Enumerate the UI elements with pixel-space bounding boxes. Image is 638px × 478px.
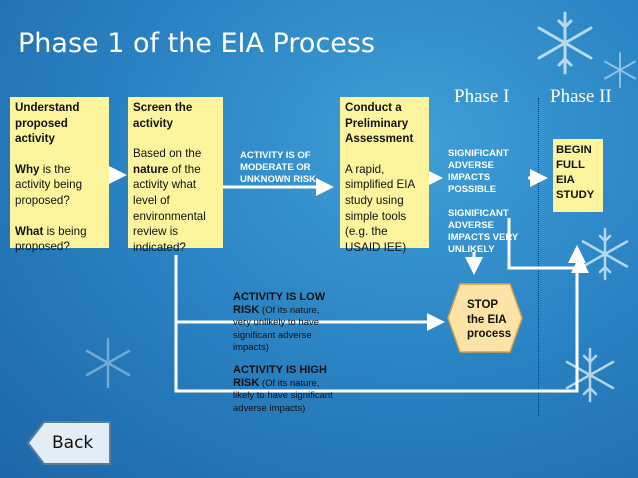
snowflake-icon	[581, 227, 629, 281]
snowflake-icon	[565, 347, 615, 403]
phase-1-label: Phase I	[454, 86, 510, 107]
moderate-risk-label: ACTIVITY IS OF MODERATE OR UNKNOWN RISK	[240, 150, 316, 185]
low-risk-label: ACTIVITY IS LOW RISK (Of its nature, ver…	[233, 291, 337, 354]
high-risk-heading: ACTIVITY IS HIGH RISK	[233, 364, 327, 390]
why-keyword: Why	[15, 162, 40, 176]
begin-full-eia-box: BEGIN FULL EIA STUDY	[553, 139, 603, 212]
what-text: is being proposed?	[15, 224, 87, 254]
significant-impacts-possible-label: SIGNIFICANT ADVERSE IMPACTS POSSIBLE	[448, 148, 509, 195]
phase-divider	[538, 98, 539, 416]
what-keyword: What	[15, 224, 44, 238]
begin-full-eia-text: BEGIN FULL EIA STUDY	[556, 144, 595, 201]
assessment-text: A rapid, simplified EIA study using simp…	[345, 162, 415, 254]
screen-text-b: of the activity what level of environmen…	[133, 162, 206, 254]
screen-text-a: Based on the	[133, 147, 202, 161]
assessment-heading: Conduct a Preliminary Assessment	[345, 101, 414, 146]
back-button-label[interactable]: Back	[52, 433, 94, 453]
high-risk-label: ACTIVITY IS HIGH RISK (Of its nature, li…	[233, 364, 337, 415]
snowflake-icon	[604, 52, 636, 88]
low-risk-detail: (Of its nature, very unlikely to have si…	[233, 305, 320, 353]
screen-activity-box: Screen the activity Based on the nature …	[128, 97, 223, 254]
understand-heading: Understand proposed activity	[15, 101, 80, 146]
phase-2-label: Phase II	[550, 86, 612, 107]
low-risk-heading: ACTIVITY IS LOW RISK	[233, 291, 326, 317]
stop-hexagon	[447, 283, 523, 353]
arrow-icon	[507, 218, 589, 273]
understand-activity-box: Understand proposed activity Why is the …	[10, 97, 109, 253]
page-title: Phase 1 of the EIA Process	[18, 28, 375, 59]
back-button[interactable]	[24, 420, 114, 466]
stop-eia-text: STOP the EIA process	[467, 299, 512, 340]
screen-heading: Screen the activity	[133, 101, 193, 130]
preliminary-assessment-box: Conduct a Preliminary Assessment A rapid…	[340, 97, 429, 254]
snowflake-icon	[537, 11, 593, 75]
high-risk-detail: (Of its nature, likely to have significa…	[233, 378, 333, 414]
nature-keyword: nature	[133, 162, 169, 176]
significant-impacts-unlikely-label: SIGNIFICANT ADVERSE IMPACTS VERY UNLIKEL…	[448, 208, 519, 255]
snowflake-icon	[85, 337, 131, 389]
why-text: is the activity being proposed?	[15, 162, 83, 207]
